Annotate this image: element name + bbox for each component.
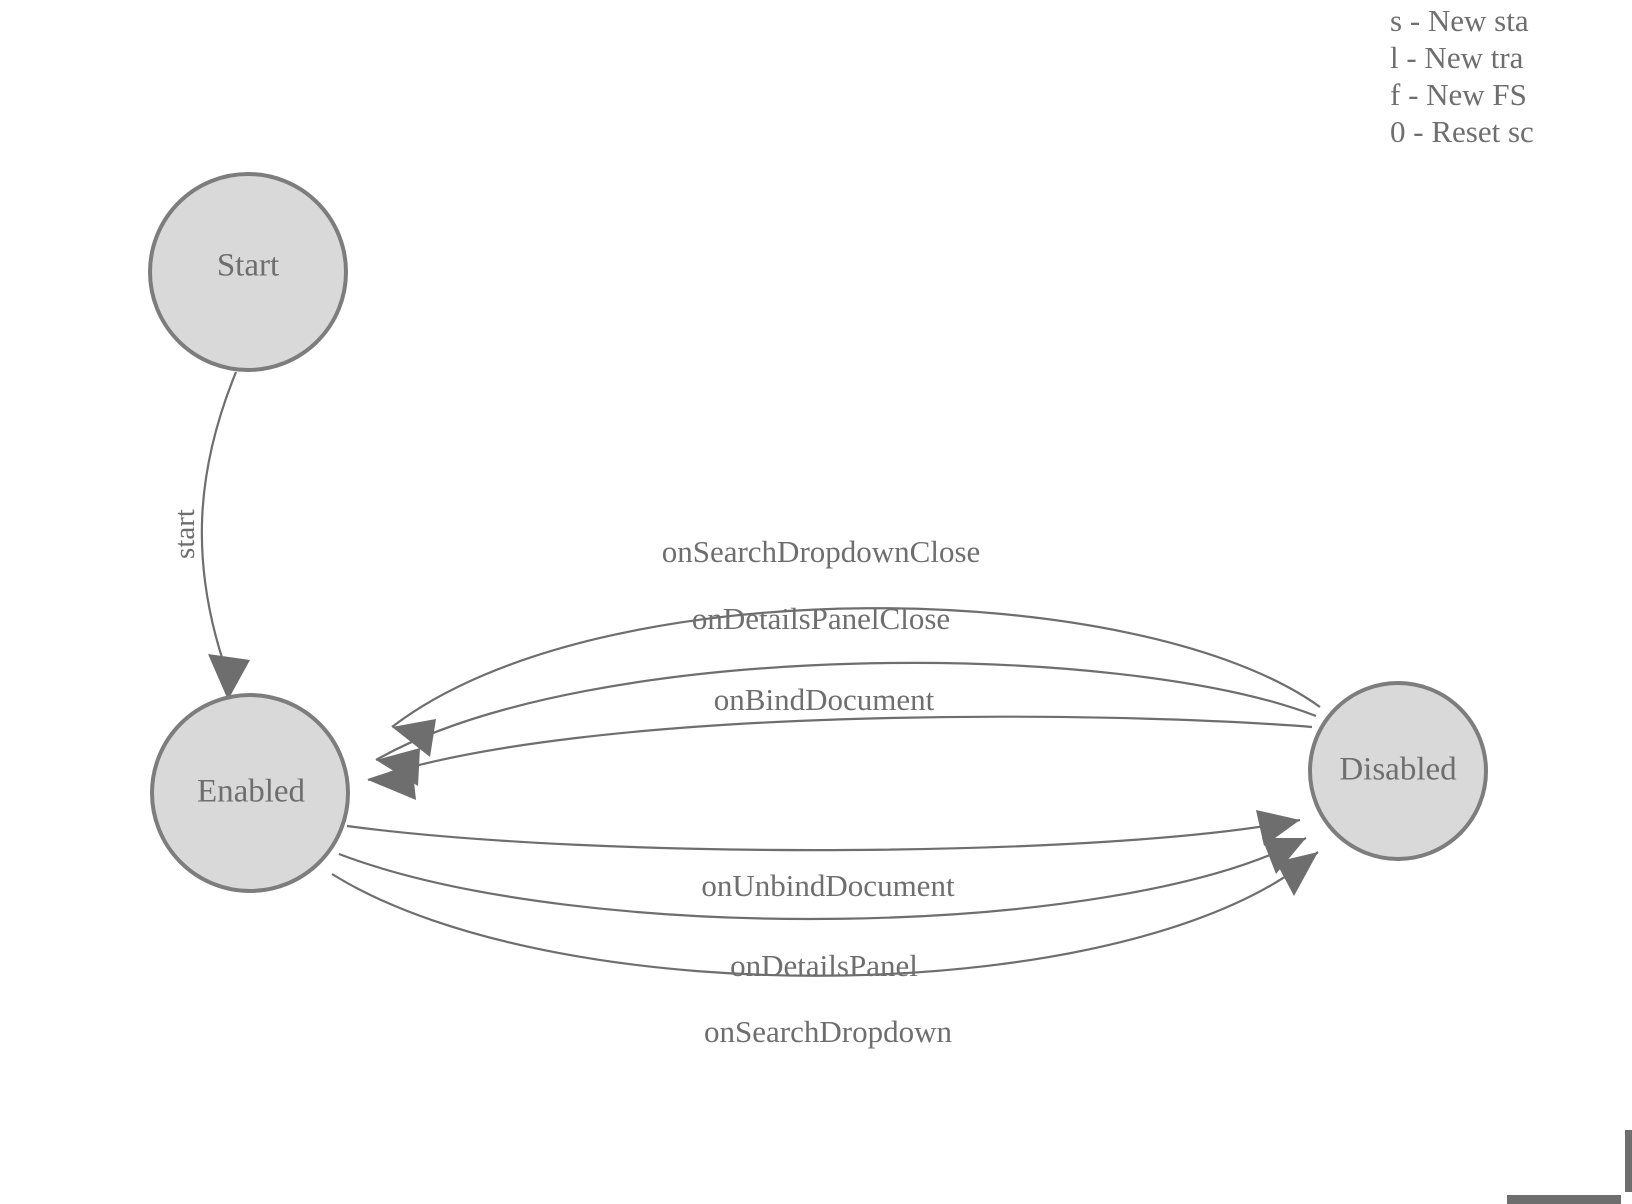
edge-label-on-unbind-document: onUnbindDocument [701, 868, 955, 903]
edge-label-on-search-dropdown: onSearchDropdown [704, 1014, 952, 1049]
node-start-label: Start [217, 248, 279, 284]
edge-path-on-details-panel-close [375, 661, 1317, 761]
node-disabled-circle[interactable] [1308, 681, 1488, 861]
edge-label-on-details-panel: onDetailsPanel [730, 948, 918, 983]
arrowhead-on-unbind-document [1256, 810, 1300, 846]
help-line-new-transition: l - New tra [1390, 40, 1524, 75]
edge-label-start: start [169, 509, 201, 559]
node-enabled-circle[interactable] [150, 693, 350, 893]
edge-on-search-dropdown-close[interactable] [391, 607, 1321, 757]
edge-on-details-panel[interactable] [338, 837, 1307, 921]
edge-on-bind-document[interactable] [367, 715, 1313, 800]
node-disabled[interactable]: Disabled [1308, 681, 1488, 861]
arrowhead-on-search-dropdown [1276, 852, 1318, 896]
node-start-circle[interactable] [148, 172, 348, 372]
help-line-new-fsm: f - New FS [1390, 77, 1527, 112]
edge-on-unbind-document[interactable] [346, 810, 1301, 852]
arrowhead-on-bind-document [368, 763, 416, 800]
node-enabled-label: Enabled [197, 774, 306, 810]
edge-path-on-unbind-document [346, 818, 1301, 852]
edge-path-on-search-dropdown [331, 851, 1319, 977]
node-enabled[interactable]: Enabled [150, 693, 350, 893]
node-disabled-label: Disabled [1339, 752, 1457, 788]
edge-label-on-search-dropdown-close: onSearchDropdownClose [662, 534, 981, 569]
edge-path-on-bind-document [367, 715, 1313, 782]
arrowhead-start [208, 654, 250, 700]
help-line-reset-scale: 0 - Reset sc [1390, 114, 1534, 149]
help-line-new-state: s - New sta [1390, 3, 1529, 38]
arrowhead-on-details-panel [1262, 838, 1306, 874]
edge-path-on-search-dropdown-close [391, 607, 1321, 728]
edge-start[interactable] [200, 371, 250, 700]
arrowhead-on-search-dropdown-close [392, 719, 436, 757]
node-start[interactable]: Start [148, 172, 348, 372]
edge-path-on-details-panel [338, 837, 1307, 921]
edge-label-on-bind-document: onBindDocument [714, 682, 935, 717]
scrollbar-horizontal-thumb[interactable] [1507, 1195, 1621, 1204]
edge-label-on-details-panel-close: onDetailsPanelClose [692, 601, 950, 636]
help-legend: s - New sta l - New tra f - New FS 0 - R… [1390, 2, 1632, 150]
edge-on-search-dropdown[interactable] [331, 851, 1319, 977]
scrollbar-vertical-thumb[interactable] [1625, 1130, 1632, 1192]
edge-path-start [200, 371, 238, 665]
